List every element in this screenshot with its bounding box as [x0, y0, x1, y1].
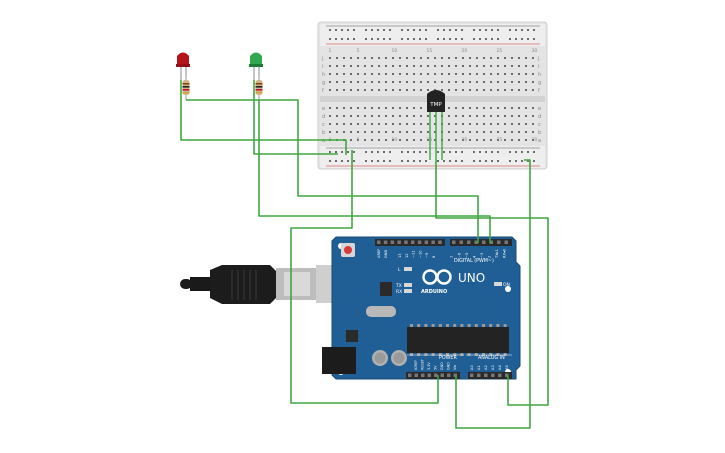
column-number: 25	[497, 137, 503, 143]
digital-pin-label: 7	[450, 256, 454, 258]
digital-pin-label: 2	[488, 256, 492, 258]
digital-pin-label: 13	[398, 253, 402, 258]
row-letter: e	[538, 106, 541, 112]
led-tx-label: TX	[395, 283, 402, 289]
analog-pin-label: A5	[505, 365, 509, 370]
analog-pin-label: A1	[477, 365, 481, 370]
column-number: 10	[392, 137, 398, 143]
power-header[interactable]	[406, 372, 460, 379]
wire-sensor-signal[interactable]	[435, 160, 549, 406]
temperature-sensor[interactable]: TMP	[427, 90, 445, 160]
red-led-resistor[interactable]	[182, 76, 190, 100]
wire-gnd-rail[interactable]	[290, 150, 439, 404]
led-rx-label: RX	[396, 289, 402, 295]
digital-pin-label: TX▸1	[495, 249, 499, 259]
digital-pin-label: ~3	[480, 253, 484, 258]
digital-pin-label: 12	[405, 253, 409, 258]
column-number: 5	[357, 48, 360, 54]
digital-header-left[interactable]	[375, 239, 445, 246]
pin-label-aref: AREF	[377, 249, 381, 258]
row-letter: h	[322, 72, 325, 78]
column-number: 10	[392, 48, 398, 54]
analog-pin-label: A3	[491, 365, 495, 370]
digital-header-label: DIGITAL (PWM~)	[454, 258, 494, 264]
usb-cable[interactable]	[180, 265, 344, 304]
column-number: 20	[462, 48, 468, 54]
wire-green-led-gnd[interactable]	[253, 80, 338, 155]
row-letter: j	[321, 56, 323, 62]
red-led[interactable]	[176, 52, 190, 81]
atmega-chip	[407, 327, 509, 353]
arduino-uno-board[interactable]: L TX RX ON UNO ARDUINO DIGITAL (PWM~) AR…	[322, 236, 521, 380]
wire-5v-rail[interactable]	[455, 159, 531, 429]
power-pin-label: 5V	[434, 365, 438, 370]
row-letter: a	[322, 138, 325, 144]
digital-pin-label: 4	[473, 255, 477, 258]
column-number: 25	[497, 48, 503, 54]
power-pin-label: Vin	[453, 365, 457, 370]
row-letter: f	[322, 88, 324, 94]
led-l-label: L	[398, 267, 401, 273]
bottom-power-rail	[320, 146, 545, 168]
power-pin-label: GND	[440, 362, 444, 370]
column-number: 30	[532, 48, 538, 54]
digital-pin-label: 8	[432, 255, 436, 258]
green-led-resistor[interactable]	[255, 76, 263, 100]
row-letter: j	[537, 56, 539, 62]
analog-header[interactable]	[468, 372, 512, 379]
power-header-label: POWER	[439, 355, 457, 361]
row-letter: g	[538, 80, 541, 86]
top-power-rail	[320, 24, 545, 46]
row-letter: c	[322, 122, 325, 128]
digital-pin-label: ~5	[465, 253, 469, 258]
board-brand-label: ARDUINO	[421, 289, 447, 295]
pin-label-gnd: GND	[384, 250, 388, 258]
row-letter: d	[538, 114, 541, 120]
row-letter: a	[538, 138, 541, 144]
column-number: 20	[462, 137, 468, 143]
row-letter: f	[538, 88, 540, 94]
row-letter: i	[322, 64, 323, 70]
wire-red-led-signal[interactable]	[186, 99, 479, 243]
digital-header-right[interactable]	[450, 239, 512, 246]
digital-pin-label: ~11	[412, 250, 416, 258]
row-letter: d	[322, 114, 325, 120]
analog-pin-label: A2	[484, 365, 488, 370]
analog-header-label: ANALOG IN	[478, 355, 505, 361]
power-jack	[322, 347, 356, 374]
green-led[interactable]	[249, 52, 263, 81]
column-number: 1	[329, 48, 332, 54]
wire-green-led-signal[interactable]	[258, 100, 491, 243]
power-pin-label: 3.3V	[427, 362, 431, 370]
power-pin-label: IOREF	[414, 360, 418, 370]
board-model-label: UNO	[458, 271, 485, 285]
digital-pin-label: RX◂0	[503, 248, 507, 258]
digital-pin-label: ~9	[425, 252, 429, 258]
column-number: 15	[427, 48, 433, 54]
wires	[180, 80, 549, 429]
digital-pin-label: ~10	[418, 250, 422, 258]
arduino-infinity-logo	[422, 269, 452, 285]
led-on-label: ON	[503, 282, 510, 288]
power-pin-label: RESET	[421, 358, 425, 370]
column-number: 5	[357, 137, 360, 143]
row-letter: g	[322, 80, 325, 86]
sensor-label: TMP	[429, 102, 442, 108]
row-letter: h	[538, 72, 541, 78]
row-letter: b	[322, 130, 325, 136]
analog-pin-label: A4	[498, 365, 502, 370]
row-letter: e	[322, 106, 325, 112]
analog-pin-label: A0	[470, 365, 474, 370]
power-pin-label: GND	[447, 362, 451, 370]
column-number: 30	[532, 137, 538, 143]
row-letter: c	[538, 122, 541, 128]
row-letter: i	[538, 64, 539, 70]
row-letter: b	[538, 130, 541, 136]
digital-pin-label: ~6	[458, 252, 462, 258]
wire-red-led-gnd[interactable]	[180, 80, 347, 155]
